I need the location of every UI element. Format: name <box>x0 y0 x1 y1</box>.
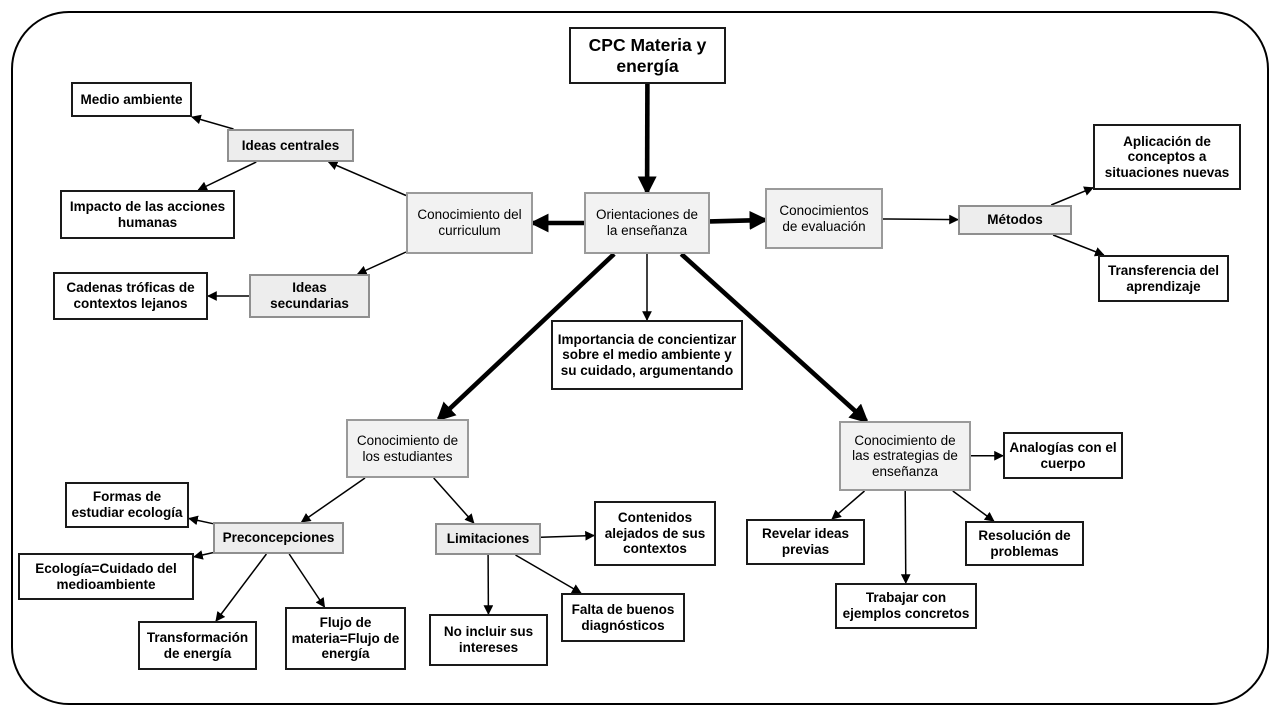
diagram-outer-frame <box>11 11 1269 705</box>
node-medio[interactable]: Medio ambiente <box>71 82 192 117</box>
node-limitaciones[interactable]: Limitaciones <box>435 523 541 555</box>
node-revelar[interactable]: Revelar ideas previas <box>746 519 865 565</box>
node-ideas_sec[interactable]: Ideas secundarias <box>249 274 370 318</box>
node-ideas_centrales[interactable]: Ideas centrales <box>227 129 354 162</box>
node-contenidos[interactable]: Contenidos alejados de sus contextos <box>594 501 716 566</box>
node-estrategias[interactable]: Conocimiento de las estrategias de enseñ… <box>839 421 971 491</box>
node-metodos[interactable]: Métodos <box>958 205 1072 235</box>
node-importancia[interactable]: Importancia de concientizar sobre el med… <box>551 320 743 390</box>
node-aplicacion[interactable]: Aplicación de conceptos a situaciones nu… <box>1093 124 1241 190</box>
node-nointereses[interactable]: No incluir sus intereses <box>429 614 548 666</box>
node-formas[interactable]: Formas de estudiar ecología <box>65 482 189 528</box>
node-precon[interactable]: Preconcepciones <box>213 522 344 554</box>
node-impacto[interactable]: Impacto de las acciones humanas <box>60 190 235 239</box>
node-evaluacion[interactable]: Conocimientos de evaluación <box>765 188 883 249</box>
node-transformacion[interactable]: Transformación de energía <box>138 621 257 670</box>
node-falta[interactable]: Falta de buenos diagnósticos <box>561 593 685 642</box>
node-estudiantes[interactable]: Conocimiento de los estudiantes <box>346 419 469 478</box>
node-flujo[interactable]: Flujo de materia=Flujo de energía <box>285 607 406 670</box>
node-resolucion[interactable]: Resolución de problemas <box>965 521 1084 566</box>
node-cpc[interactable]: CPC Materia y energía <box>569 27 726 84</box>
node-ecologia[interactable]: Ecología=Cuidado del medioambiente <box>18 553 194 600</box>
node-cadenas[interactable]: Cadenas tróficas de contextos lejanos <box>53 272 208 320</box>
node-orientaciones[interactable]: Orientaciones de la enseñanza <box>584 192 710 254</box>
node-analogias[interactable]: Analogías con el cuerpo <box>1003 432 1123 479</box>
node-transferencia[interactable]: Transferencia del aprendizaje <box>1098 255 1229 302</box>
node-trabajar[interactable]: Trabajar con ejemplos concretos <box>835 583 977 629</box>
node-curriculum[interactable]: Conocimiento del curriculum <box>406 192 533 254</box>
